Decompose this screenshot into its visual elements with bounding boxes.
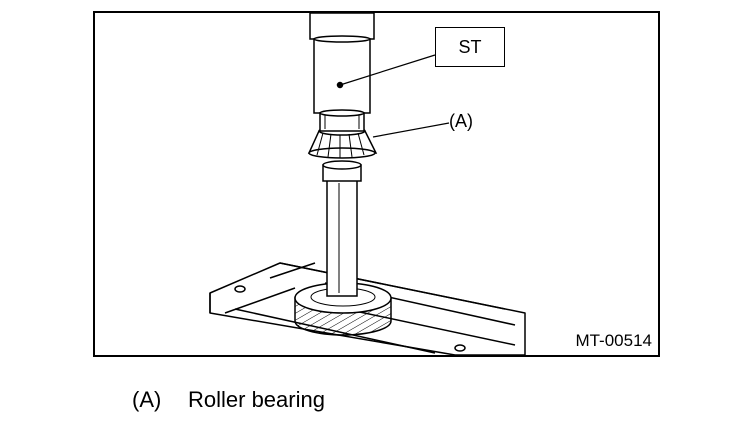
figure-frame: ST (A) MT-00514 — [93, 11, 660, 357]
legend: (A) Roller bearing — [132, 386, 325, 414]
special-tool-label: ST — [435, 27, 505, 67]
special-tool — [309, 13, 375, 132]
shaft — [322, 160, 362, 297]
legend-key: (A) — [132, 387, 162, 412]
leader-lines — [339, 54, 450, 138]
legend-text: Roller bearing — [188, 387, 325, 412]
press-illustration — [209, 13, 526, 355]
callout-a-label: (A) — [449, 111, 473, 131]
special-tool-label-text: ST — [458, 36, 482, 57]
figure-id: MT-00514 — [575, 331, 652, 350]
